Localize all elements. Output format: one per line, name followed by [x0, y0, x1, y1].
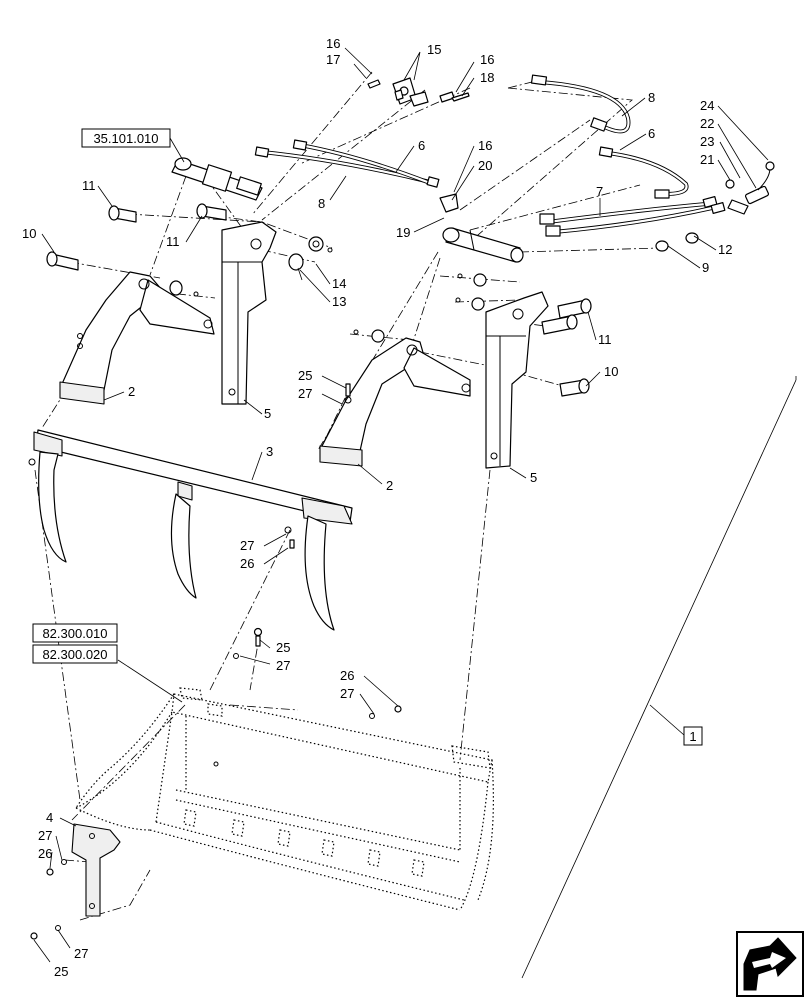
callout-10: 10: [22, 226, 36, 241]
callout-27: 27: [298, 386, 312, 401]
callout-15: 15: [427, 42, 441, 57]
hydraulic-hoses: [254, 74, 726, 237]
callout-27: 27: [276, 658, 290, 673]
callout-leaders: [33, 47, 769, 963]
callout-25: 25: [298, 368, 312, 383]
svg-text:1: 1: [689, 729, 696, 744]
callout-26: 26: [240, 556, 254, 571]
callout-11: 11: [598, 332, 612, 347]
callout-11: 11: [82, 178, 96, 193]
callout-6: 6: [418, 138, 425, 153]
callout-8: 8: [318, 196, 325, 211]
bracket-hardware-top: [367, 77, 470, 107]
assembly-lines: [34, 71, 661, 921]
ref-box-82-300-020[interactable]: 82.300.020: [32, 644, 118, 664]
svg-text:82.300.020: 82.300.020: [42, 647, 107, 662]
ref-box-82-300-010[interactable]: 82.300.010: [32, 623, 118, 643]
item-box-1: 1: [683, 726, 703, 746]
bucket: [75, 627, 494, 911]
bolts-upper: [77, 333, 352, 549]
callout-19: 19: [396, 225, 410, 240]
callout-25: 25: [54, 964, 68, 979]
callout-18: 18: [480, 70, 494, 85]
callout-16: 16: [480, 52, 494, 67]
right-arm: [319, 337, 471, 467]
item-1-leader: [521, 376, 797, 979]
callout-22: 22: [700, 116, 714, 131]
callout-7: 7: [596, 184, 603, 199]
callout-labels: 16 17 15 16 18 8 24 22 23 21 6 6 8 16 20…: [22, 36, 732, 979]
callout-24: 24: [700, 98, 714, 113]
left-arm: [59, 271, 215, 405]
callout-5: 5: [264, 406, 271, 421]
callout-25: 25: [276, 640, 290, 655]
callout-6: 6: [648, 126, 655, 141]
cutting-edge: [30, 823, 121, 940]
svg-text:35.101.010: 35.101.010: [93, 131, 158, 146]
hose-fittings: [655, 161, 775, 252]
left-bracket: [221, 221, 277, 405]
hydraulic-cylinder: [171, 157, 263, 201]
ref-box-35-101-010[interactable]: 35.101.010: [81, 128, 185, 163]
callout-8: 8: [648, 90, 655, 105]
callout-17: 17: [326, 52, 340, 67]
callout-26: 26: [38, 846, 52, 861]
callout-16: 16: [478, 138, 492, 153]
callout-21: 21: [700, 152, 714, 167]
callout-11: 11: [166, 234, 180, 249]
callout-12: 12: [718, 242, 732, 257]
callout-9: 9: [702, 260, 709, 275]
callout-26: 26: [340, 668, 354, 683]
callout-20: 20: [478, 158, 492, 173]
navigation-icon[interactable]: [736, 931, 804, 997]
callout-27: 27: [340, 686, 354, 701]
callout-2: 2: [386, 478, 393, 493]
callout-10: 10: [604, 364, 618, 379]
callout-4: 4: [46, 810, 53, 825]
callout-23: 23: [700, 134, 714, 149]
svg-text:82.300.010: 82.300.010: [42, 626, 107, 641]
callout-16: 16: [326, 36, 340, 51]
callout-13: 13: [332, 294, 346, 309]
callout-14: 14: [332, 276, 346, 291]
callout-27: 27: [74, 946, 88, 961]
callout-27: 27: [38, 828, 52, 843]
callout-5: 5: [530, 470, 537, 485]
grapple-assembly: [28, 429, 353, 631]
callout-27: 27: [240, 538, 254, 553]
callout-3: 3: [266, 444, 273, 459]
callout-2: 2: [128, 384, 135, 399]
right-cylinder: [439, 193, 524, 263]
right-bracket: [485, 291, 549, 469]
